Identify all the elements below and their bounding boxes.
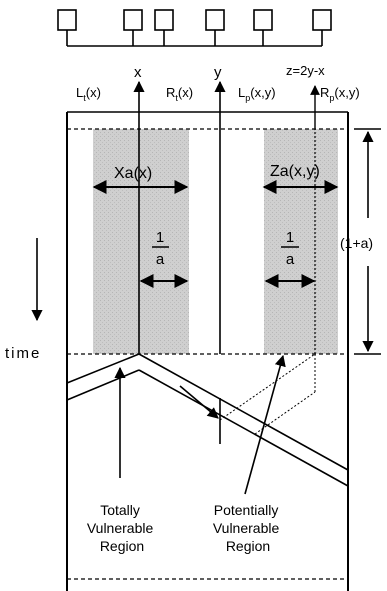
processor-node xyxy=(154,9,174,31)
svg-text:a: a xyxy=(286,251,295,268)
totally-vulnerable-callout: Totally Vulnerable Region xyxy=(87,502,157,554)
rt-label: Rt(x) xyxy=(166,85,193,103)
svg-text:1: 1 xyxy=(286,229,294,246)
fraction-left: 1 a xyxy=(152,229,169,268)
processor-node xyxy=(57,9,77,31)
za-label: Za(x,y) xyxy=(270,163,320,180)
time-label: time xyxy=(5,345,41,362)
processor-node xyxy=(123,9,143,31)
processor-node xyxy=(205,9,225,31)
xa-label: Xa(x) xyxy=(114,165,152,182)
z-axis-label: z=2y-x xyxy=(286,63,325,78)
processor-node xyxy=(253,9,273,31)
lt-label: Lt(x) xyxy=(76,85,101,103)
totally-vulnerable-shade xyxy=(93,129,189,354)
potentially-callout-arrow-b xyxy=(179,385,219,419)
span-indicator xyxy=(354,128,381,355)
y-axis-label: y xyxy=(214,64,222,81)
time-frame xyxy=(66,111,349,591)
fraction-right: 1 a xyxy=(281,229,299,268)
svg-text:1: 1 xyxy=(156,229,164,246)
potentially-vulnerable-callout: Potentially Vulnerable Region xyxy=(213,502,283,554)
rp-label: Rp(x,y) xyxy=(320,85,360,103)
lp-label: Lp(x,y) xyxy=(238,85,276,103)
light-cone xyxy=(66,353,349,487)
potentially-callout-arrow-a xyxy=(244,354,286,495)
potentially-vulnerable-shade xyxy=(264,129,338,354)
projection-lines xyxy=(219,353,316,435)
processor-node xyxy=(312,9,332,31)
x-axis-label: x xyxy=(134,64,142,81)
svg-text:a: a xyxy=(156,251,165,268)
bus xyxy=(66,30,323,47)
span-label: (1+a) xyxy=(340,235,373,251)
processor-nodes xyxy=(57,9,332,31)
